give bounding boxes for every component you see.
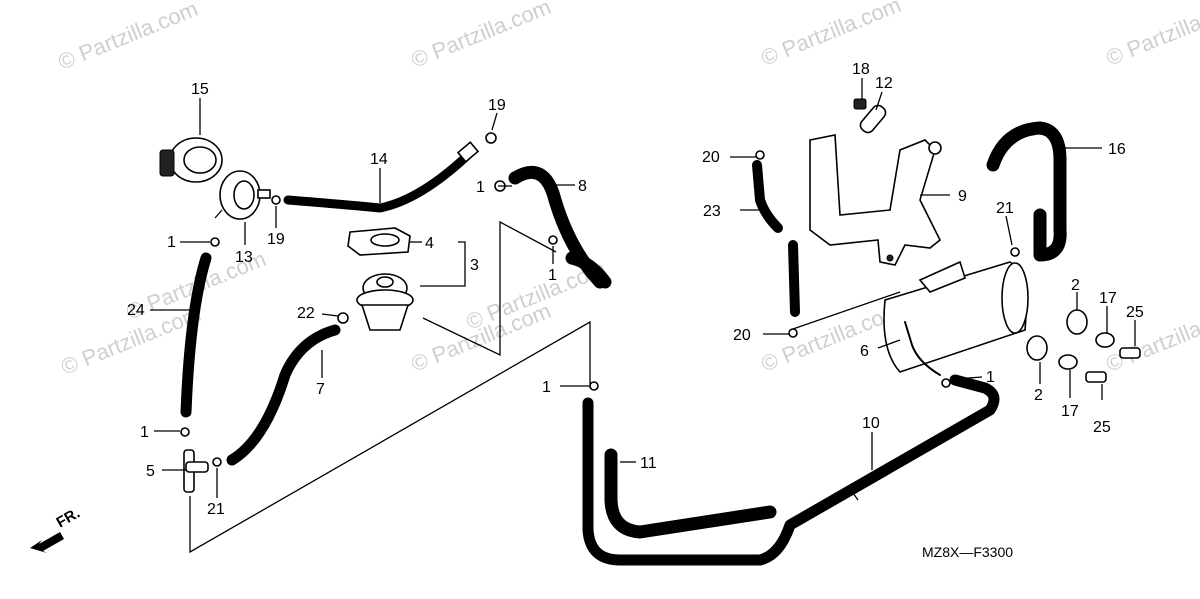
callout-22: 22 (297, 305, 315, 322)
part-11-corrugated-hose (604, 448, 777, 539)
callout-14: 14 (370, 151, 388, 168)
callout-19: 19 (267, 231, 285, 248)
watermark: © Partzilla.com (758, 298, 905, 377)
callout-12: 12 (875, 75, 893, 92)
assembly-outline (189, 220, 901, 554)
part-3-valve (356, 273, 414, 331)
callout-6: 6 (860, 343, 869, 360)
part-5-joint (183, 449, 209, 493)
callout-18: 18 (852, 61, 870, 78)
part-14-hose (283, 141, 480, 213)
callout-17: 17 (1099, 290, 1117, 307)
part-24-hose (180, 252, 212, 418)
callout-1: 1 (548, 267, 557, 284)
callout-9: 9 (958, 188, 967, 205)
callout-1: 1 (542, 379, 551, 396)
callouts: 15 13 19 19 14 8 1 24 4 3 22 7 1 5 21 1 … (127, 61, 1144, 518)
callout-1: 1 (140, 424, 149, 441)
front-arrow-icon: FR. (30, 505, 83, 553)
callout-8: 8 (578, 178, 587, 195)
callout-25: 25 (1093, 419, 1111, 436)
part-17-collar (1058, 332, 1115, 370)
callout-20: 20 (702, 149, 720, 166)
callout-23: 23 (703, 203, 721, 220)
callout-11: 11 (640, 455, 657, 472)
callout-21: 21 (996, 200, 1014, 217)
front-label: FR. (54, 505, 83, 532)
callout-5: 5 (146, 463, 155, 480)
part-4-bracket (347, 227, 411, 256)
callout-24: 24 (127, 302, 145, 319)
part-2-grommet (1026, 309, 1088, 361)
part-9-bracket (809, 134, 942, 266)
watermark: © Partzilla.com (1103, 0, 1200, 71)
callout-20: 20 (733, 327, 751, 344)
watermark: © Partzilla.com (1103, 298, 1200, 377)
part-13-valve (214, 170, 271, 220)
watermark: © Partzilla.com (55, 0, 202, 75)
callout-7: 7 (316, 381, 325, 398)
part-16-hose (986, 121, 1067, 262)
callout-15: 15 (191, 81, 209, 98)
leader-lines (150, 78, 1136, 498)
diagram-code: MZ8X—F3300 (922, 544, 1013, 560)
callout-16: 16 (1108, 141, 1126, 158)
part-23-hose (752, 160, 800, 317)
callout-1: 1 (167, 234, 176, 251)
part-18-nut (853, 98, 867, 110)
callout-2: 2 (1071, 277, 1080, 294)
watermark: © Partzilla.com (408, 0, 555, 73)
callout-21: 21 (207, 501, 225, 518)
callout-1: 1 (476, 179, 485, 196)
watermark: © Partzilla.com (758, 0, 905, 71)
callout-13: 13 (235, 249, 253, 266)
part-19-clip (271, 132, 497, 205)
callout-17: 17 (1061, 403, 1079, 420)
callout-3: 3 (470, 257, 479, 274)
part-10-hose (582, 374, 1000, 566)
part-12-plate (859, 104, 887, 134)
clips (180, 150, 1020, 467)
part-8-hose (508, 165, 612, 289)
part-6-canister (883, 260, 1029, 376)
callout-10: 10 (862, 415, 880, 432)
callout-1: 1 (986, 369, 995, 386)
callout-2: 2 (1034, 387, 1043, 404)
callout-25: 25 (1126, 304, 1144, 321)
callout-4: 4 (425, 235, 434, 252)
part-7-hose (226, 324, 341, 466)
callout-19: 19 (488, 97, 506, 114)
part-15-cover (159, 137, 223, 183)
part-25-bolt (1085, 347, 1141, 383)
